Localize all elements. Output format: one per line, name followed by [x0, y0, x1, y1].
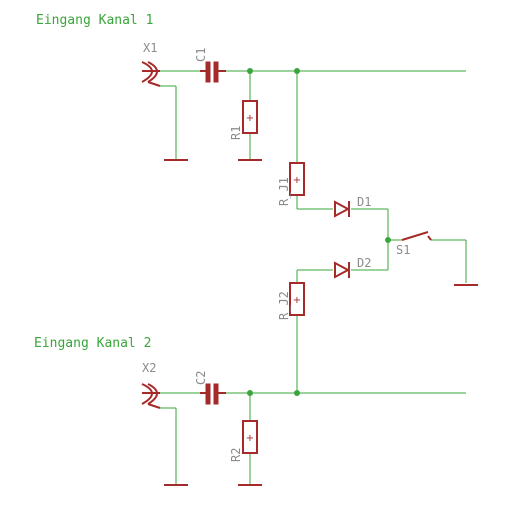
- connector-x2-symbol: [141, 383, 161, 409]
- junction-dot: [294, 68, 300, 74]
- junction-dot: [294, 390, 300, 396]
- ground-symbol: [164, 159, 478, 486]
- svg-text:+: +: [293, 295, 301, 306]
- r1-label: R1: [229, 126, 243, 140]
- svg-text:+: +: [293, 175, 301, 186]
- resistor-r2-symbol: +: [242, 420, 258, 454]
- diode-d2-symbol: [334, 261, 351, 279]
- x2-label: X2: [142, 361, 156, 375]
- c1-label: C1: [194, 48, 208, 62]
- capacitor-c2-symbol: [200, 383, 226, 405]
- resistor-r1-symbol: +: [242, 100, 258, 134]
- junction-dot: [385, 237, 391, 243]
- resistor-rj1-symbol: +: [289, 162, 305, 196]
- d1-label: D1: [357, 195, 371, 209]
- junction-dot: [247, 68, 253, 74]
- svg-text:+: +: [246, 113, 254, 124]
- svg-text:+: +: [246, 433, 254, 444]
- channel2-wires: [160, 269, 466, 484]
- rj1-label: R_J1: [277, 177, 291, 206]
- diode-d1-symbol: [334, 200, 351, 218]
- channel2-title: Eingang Kanal 2: [34, 336, 151, 351]
- resistor-rj2-symbol: +: [289, 282, 305, 316]
- capacitor-c1-symbol: [200, 61, 226, 83]
- channel1-title: Eingang Kanal 1: [36, 13, 153, 28]
- connector-x1-symbol: [141, 61, 161, 87]
- switch-s1-symbol: [401, 231, 432, 241]
- junction-dot: [247, 390, 253, 396]
- d2-label: D2: [357, 256, 371, 270]
- s1-label: S1: [396, 243, 410, 257]
- c2-label: C2: [194, 371, 208, 385]
- r2-label: R2: [229, 448, 243, 462]
- channel1-wires: [160, 70, 466, 270]
- x1-label: X1: [143, 41, 157, 55]
- rj2-label: R_J2: [277, 291, 291, 320]
